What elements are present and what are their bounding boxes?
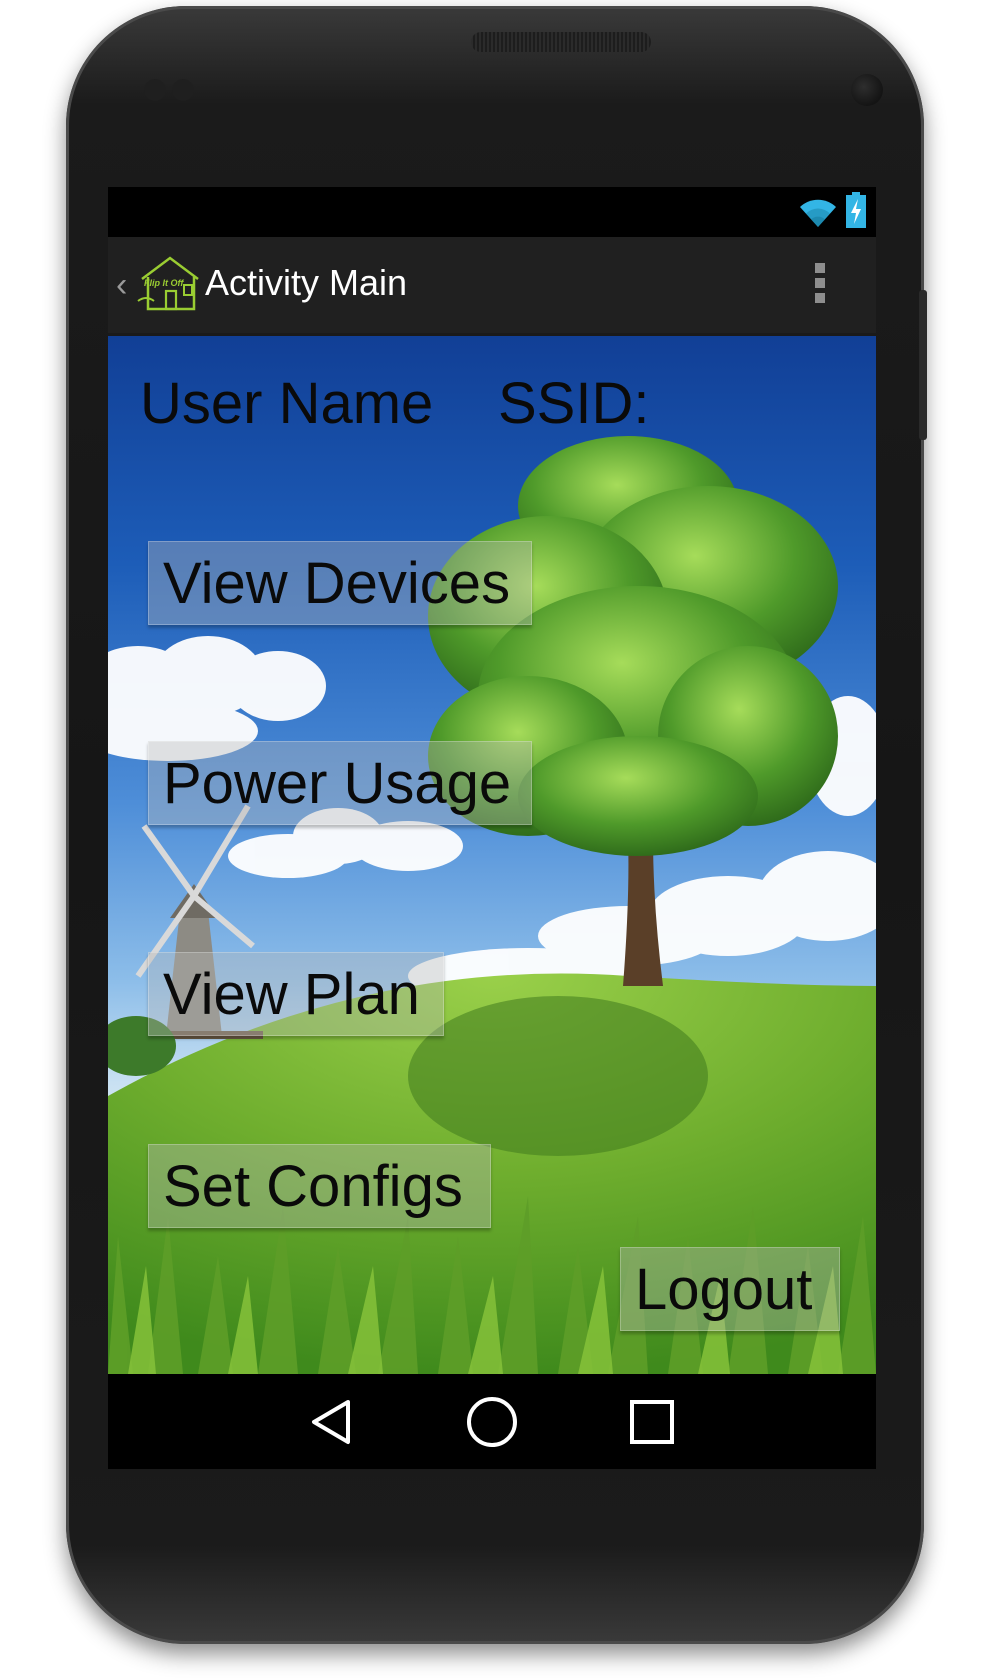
front-camera	[851, 74, 883, 106]
ssid-label: SSID:	[498, 371, 650, 436]
earpiece-speaker	[471, 32, 651, 52]
battery-charging-icon	[846, 192, 866, 228]
view-devices-button[interactable]: View Devices	[148, 541, 532, 625]
logo-text: Flip It Off	[144, 278, 184, 288]
set-configs-button[interactable]: Set Configs	[148, 1144, 491, 1228]
proximity-sensor	[144, 79, 166, 101]
tree	[428, 436, 838, 856]
light-sensor	[172, 79, 194, 101]
recents-square-icon[interactable]	[622, 1392, 682, 1452]
logout-button[interactable]: Logout	[620, 1247, 840, 1331]
chevron-left-icon[interactable]: ‹	[116, 266, 128, 304]
action-bar: ‹ Flip It Off Activity Main	[108, 237, 876, 336]
overflow-menu-icon[interactable]	[808, 261, 832, 311]
main-content: User Name SSID: View Devices Power Usage…	[108, 336, 876, 1374]
power-button	[919, 290, 927, 440]
app-logo[interactable]: Flip It Off	[136, 255, 200, 311]
landscape-background	[108, 436, 876, 1374]
user-name-label: User Name	[140, 371, 434, 436]
page-title: Activity Main	[205, 262, 408, 303]
windmill	[108, 804, 263, 1076]
back-triangle-icon[interactable]	[302, 1392, 362, 1452]
navigation-bar	[108, 1374, 876, 1469]
wifi-icon	[800, 199, 836, 227]
device-screen: ‹ Flip It Off Activity Main	[108, 187, 876, 1469]
view-plan-button[interactable]: View Plan	[148, 952, 444, 1036]
status-bar	[108, 187, 876, 237]
power-usage-button[interactable]: Power Usage	[148, 741, 532, 825]
home-circle-icon[interactable]	[462, 1392, 522, 1452]
